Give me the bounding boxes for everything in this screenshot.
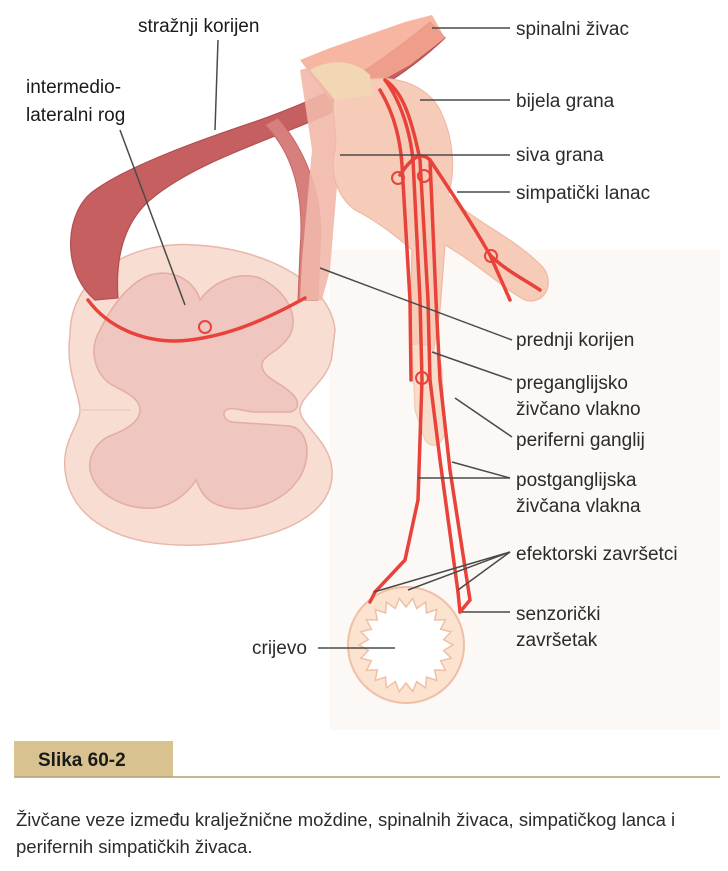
synapse-intermediolateral [198,320,212,334]
figure-tag-label: Slika 60-2 [38,750,126,771]
leader-periferni [454,397,513,438]
leader-prednji [319,267,513,341]
leader-efektor-1 [373,551,511,593]
label-preganglijsko-2: živčano vlakno [516,399,641,420]
intestine-villi [357,597,455,693]
synapse-chain-3 [484,249,498,263]
leader-preganglijsko [431,351,513,381]
label-simpaticki-lanac: simpatički lanac [516,183,650,204]
label-senzoricki-1: senzorički [516,604,600,625]
labels: stražnji korijen intermedio- lateralni r… [26,16,678,659]
leader-straznji [214,39,219,131]
figure-caption: Živčane veze između kralježnične moždine… [16,809,676,857]
label-spinalni-zivac: spinalni živac [516,19,629,40]
gray-ramus-fiber [398,154,472,614]
label-senzoricki-2: završetak [516,630,598,651]
label-preganglijsko-1: preganglijsko [516,373,628,394]
chain-upper-lobe [310,62,372,100]
label-intermedio-1: intermedio- [26,77,121,98]
spinal-cord [63,243,336,546]
effector-ending-right [456,590,462,614]
label-bijela-grana: bijela grana [516,91,615,112]
synapse-peripheral [415,371,429,385]
synapse-chain-2 [417,169,431,183]
label-postganglijska-2: živčana vlakna [516,496,641,517]
label-intermedio-2: lateralni rog [26,105,125,126]
leader-postgang-2 [451,461,511,479]
ventral-root [300,62,340,300]
leader-efektor-2 [407,551,511,591]
nerve-fibers [86,78,542,614]
label-efektorski: efektorski završetci [516,544,678,565]
synapse-chain-1 [391,171,405,185]
preganglionic-fiber-1 [373,78,424,594]
leader-efektor-3 [457,551,511,591]
label-siva-grana: siva grana [516,145,604,166]
spinal-cord-gray-matter [89,272,308,510]
leader-lines [119,27,513,649]
preganglionic-fiber-2 [378,88,413,382]
figure-tag: Slika 60-2 [14,741,720,778]
ventral-root-body [300,62,340,300]
leader-intermedio [119,129,186,306]
label-straznji-korijen: stražnji korijen [138,16,259,37]
intestine [347,586,465,704]
label-prednji-korijen: prednji korijen [516,330,634,351]
effector-ending-left [368,590,377,604]
label-postganglijska-1: postganglijska [516,470,637,491]
synapse-markers [198,169,498,385]
white-ramus-fiber [383,78,460,594]
label-periferni-ganglij: periferni ganglij [516,430,645,451]
intracord-fiber [86,296,307,343]
label-crijevo: crijevo [252,638,307,659]
figure-tag-background [14,741,173,777]
